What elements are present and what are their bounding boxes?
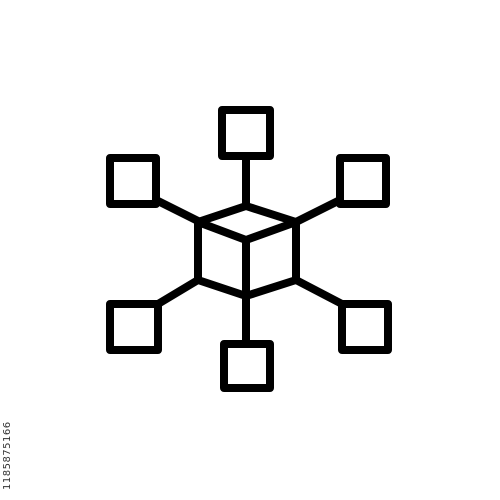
node-top-right bbox=[336, 154, 390, 208]
connector-top-right bbox=[292, 196, 344, 226]
connector-bottom-left bbox=[154, 276, 202, 308]
node-bottom-right bbox=[338, 300, 392, 354]
node-top-left bbox=[106, 154, 160, 208]
node-bottom bbox=[220, 340, 274, 392]
connector-top-left bbox=[152, 196, 204, 226]
stock-id-label: 1185875166 bbox=[2, 421, 13, 490]
node-bottom-left bbox=[106, 300, 162, 354]
node-top bbox=[218, 106, 274, 160]
connector-bottom-right bbox=[292, 276, 346, 308]
